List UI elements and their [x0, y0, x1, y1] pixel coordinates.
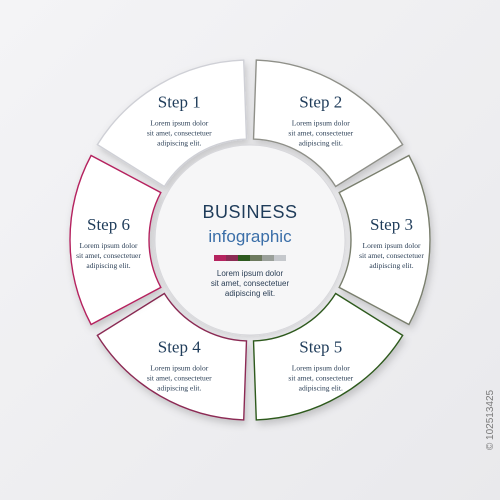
- step-title: Step 6: [87, 215, 130, 234]
- step-description-line: Lorem ipsum dolor: [363, 241, 421, 250]
- step-description-line: adipiscing elit.: [157, 138, 201, 147]
- color-swatch: [226, 255, 238, 261]
- watermark-id: © 102513425: [485, 389, 496, 450]
- step-title: Step 1: [158, 92, 201, 111]
- step-description-line: adipiscing elit.: [299, 138, 343, 147]
- step-title: Step 4: [158, 338, 201, 357]
- center-description-line: sit amet, consectetuer: [211, 279, 290, 288]
- step-description-line: adipiscing elit.: [369, 261, 413, 270]
- step-description-line: sit amet, consectetuer: [288, 128, 353, 137]
- step-description-line: sit amet, consectetuer: [147, 374, 212, 383]
- center-description-line: Lorem ipsum dolor: [217, 269, 284, 278]
- color-swatch: [274, 255, 286, 261]
- step-title: Step 3: [370, 215, 413, 234]
- step-description-line: Lorem ipsum dolor: [292, 364, 350, 373]
- watermark: © 102513425: [485, 389, 496, 450]
- step-title: Step 2: [299, 92, 342, 111]
- color-swatch: [238, 255, 250, 261]
- color-swatch: [214, 255, 226, 261]
- step-description-line: Lorem ipsum dolor: [80, 241, 138, 250]
- step-description-line: adipiscing elit.: [299, 384, 343, 393]
- step-description-line: sit amet, consectetuer: [288, 374, 353, 383]
- step-description-line: adipiscing elit.: [157, 384, 201, 393]
- step-title: Step 5: [299, 338, 342, 357]
- step-description-line: Lorem ipsum dolor: [150, 118, 208, 127]
- step-description-line: sit amet, consectetuer: [76, 251, 141, 260]
- step-segment-shape: [96, 292, 248, 421]
- center-subtitle: infographic: [208, 227, 292, 246]
- center-circle: [154, 144, 346, 336]
- step-description-line: sit amet, consectetuer: [359, 251, 424, 260]
- step-segment-shape: [252, 59, 404, 188]
- center-title: BUSINESS: [202, 202, 297, 222]
- step-description-line: adipiscing elit.: [86, 261, 130, 270]
- color-swatch: [262, 255, 274, 261]
- step-segment-shape: [338, 154, 431, 326]
- center-description-line: adipiscing elit.: [225, 289, 275, 298]
- step-segment-shape: [252, 292, 404, 421]
- step-segment-shape: [96, 59, 248, 188]
- step-segment-shape: [69, 154, 162, 326]
- step-description-line: Lorem ipsum dolor: [292, 118, 350, 127]
- step-description-line: sit amet, consectetuer: [147, 128, 212, 137]
- step-description-line: Lorem ipsum dolor: [150, 364, 208, 373]
- color-swatch: [250, 255, 262, 261]
